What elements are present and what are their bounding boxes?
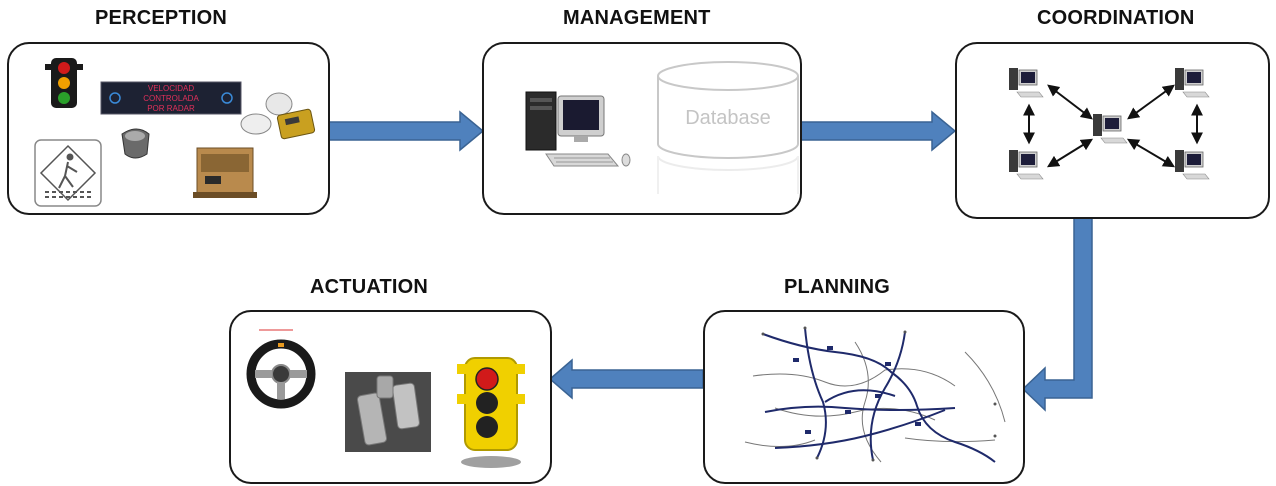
svg-text:CONTROLADA: CONTROLADA [143,94,199,103]
perception-box: VELOCIDAD CONTROLADA POR RADAR [7,42,330,215]
pedals-icon [345,372,431,452]
svg-text:POR RADAR: POR RADAR [147,104,195,113]
actuation-box [229,310,552,484]
coordination-box [955,42,1270,219]
radar-sign-icon: VELOCIDAD CONTROLADA POR RADAR [100,81,242,115]
network-computer-icon [1092,113,1128,144]
database-icon: Database [657,61,799,194]
road-map-icon [744,326,1006,463]
map-places [761,326,997,462]
perception-title: PERCEPTION [95,7,228,29]
svg-text:VELOCIDAD: VELOCIDAD [148,84,194,93]
controller-box-icon [193,147,257,198]
network-computer-icon [1008,67,1044,98]
arrow-perception-to-management [328,110,485,152]
coordination-title: COORDINATION [1037,7,1195,29]
arrow-management-to-coordination [800,110,957,152]
network-computer-icon [1174,149,1210,180]
traffic-signal-icon [457,357,525,468]
camera-sensor-icon [121,128,150,159]
minor-roads [744,341,1006,463]
actuation-title: ACTUATION [310,276,429,298]
major-roads [762,327,996,463]
arrow-coordination-to-planning [1021,217,1093,412]
arrow-planning-to-actuation [548,358,704,400]
svg-text:Database: Database [685,107,771,129]
network-links [1023,84,1203,168]
management-box: Database [482,42,802,215]
gps-antenna-icon [240,92,316,140]
road-markers [793,346,921,434]
network-computer-icon [1174,67,1210,98]
planning-box [703,310,1025,484]
crosswalk-sign-icon [34,139,102,207]
planning-title: PLANNING [784,276,891,298]
traffic-light-icon [45,58,83,108]
management-title: MANAGEMENT [563,7,711,29]
network-computer-icon [1008,149,1044,180]
computer-icon [525,91,631,167]
steering-wheel-icon [246,329,316,409]
